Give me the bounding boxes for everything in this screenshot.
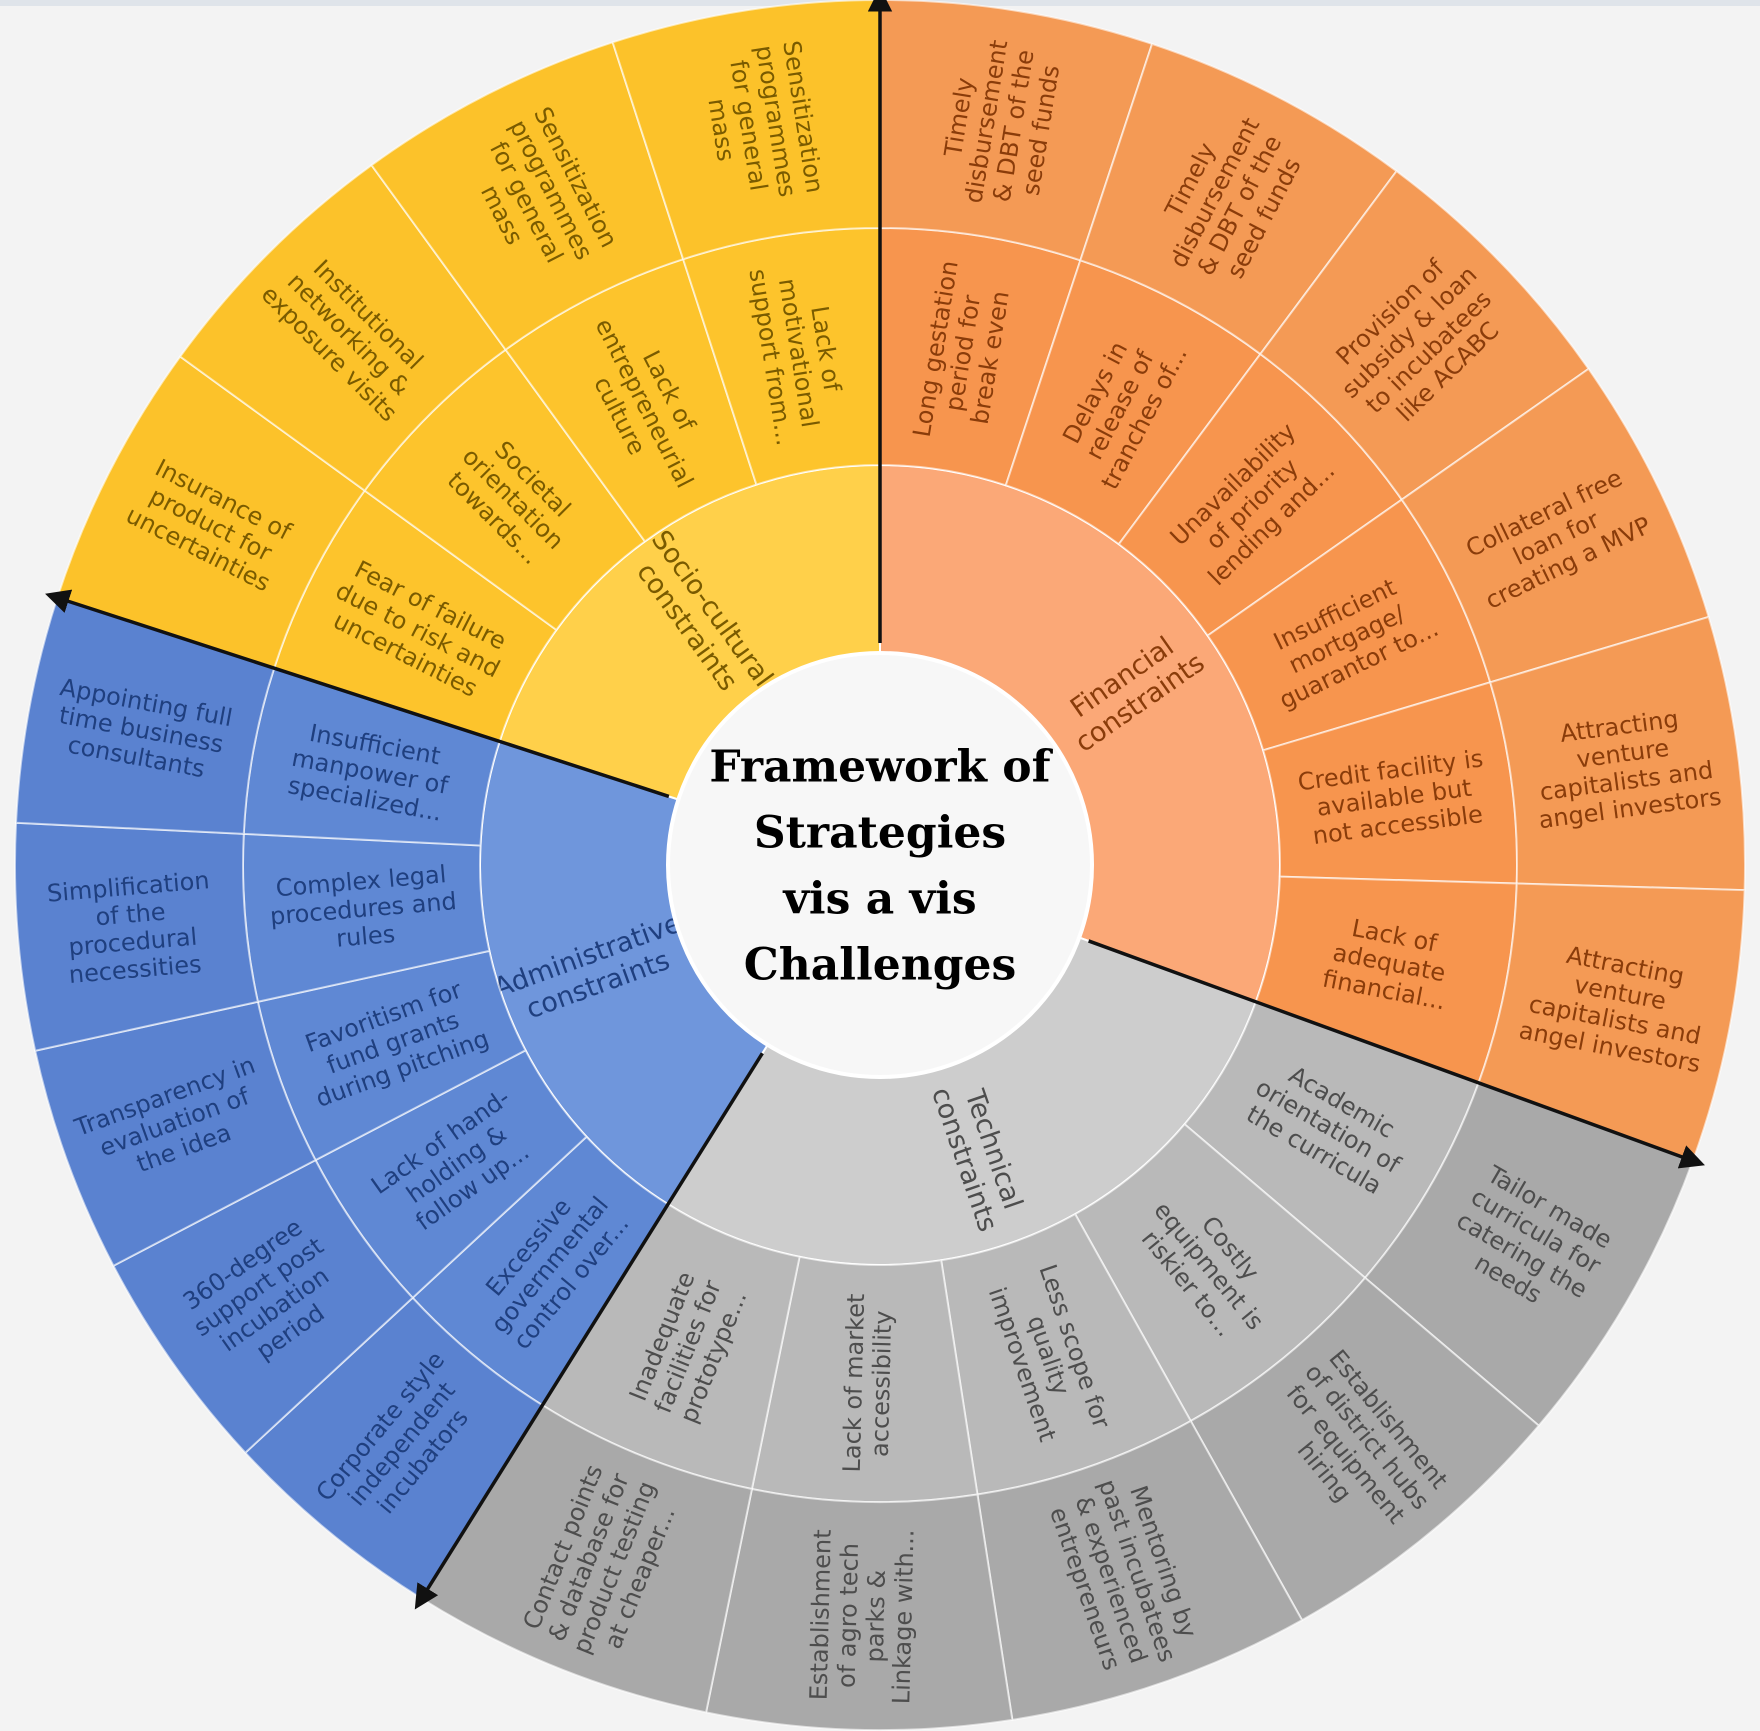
sector-administrative: AdministrativeconstraintsExcessivegovern…	[14, 596, 770, 1600]
label-line: Lack of market	[838, 1293, 870, 1472]
strategy-label: Establishmentof agro techparks &Linkage …	[805, 1527, 920, 1705]
label-line: parks &	[861, 1570, 891, 1663]
center-title-line: Strategies	[754, 807, 1006, 858]
strategy-label: Contact points& database forproduct test…	[516, 1457, 687, 1668]
label-line: Linkage with...	[887, 1529, 919, 1705]
label-line: of the	[94, 898, 166, 932]
center-title-line: vis a vis	[782, 873, 976, 924]
strategy-label: Simplificationof theproceduralnecessitie…	[46, 866, 218, 990]
strategy-label: Timelydisbursement& DBT of theseed funds	[932, 33, 1068, 213]
axis-arrow	[1088, 939, 1705, 1169]
center-circle	[666, 651, 1094, 1079]
label-line: rules	[335, 920, 396, 953]
challenge-label: Complex legalprocedures andrules	[267, 860, 460, 959]
challenge-label: Lack ofadequatefinancial...	[1320, 910, 1458, 1015]
label-line: accessibility	[866, 1310, 898, 1457]
strategy-cell	[611, 0, 881, 261]
strategy-label: Mentoring bypast incubatees& experienced…	[1041, 1467, 1208, 1684]
axis-arrow	[45, 589, 670, 799]
center-title-line: Challenges	[744, 939, 1016, 990]
label-line: of agro tech	[832, 1543, 864, 1689]
axis-arrows	[45, 0, 1705, 1610]
challenge-label: Lack of marketaccessibility	[838, 1293, 898, 1473]
center-title-line: Framework of	[709, 741, 1053, 792]
axis-arrow	[414, 1052, 764, 1610]
label-line: Establishment	[805, 1529, 837, 1700]
